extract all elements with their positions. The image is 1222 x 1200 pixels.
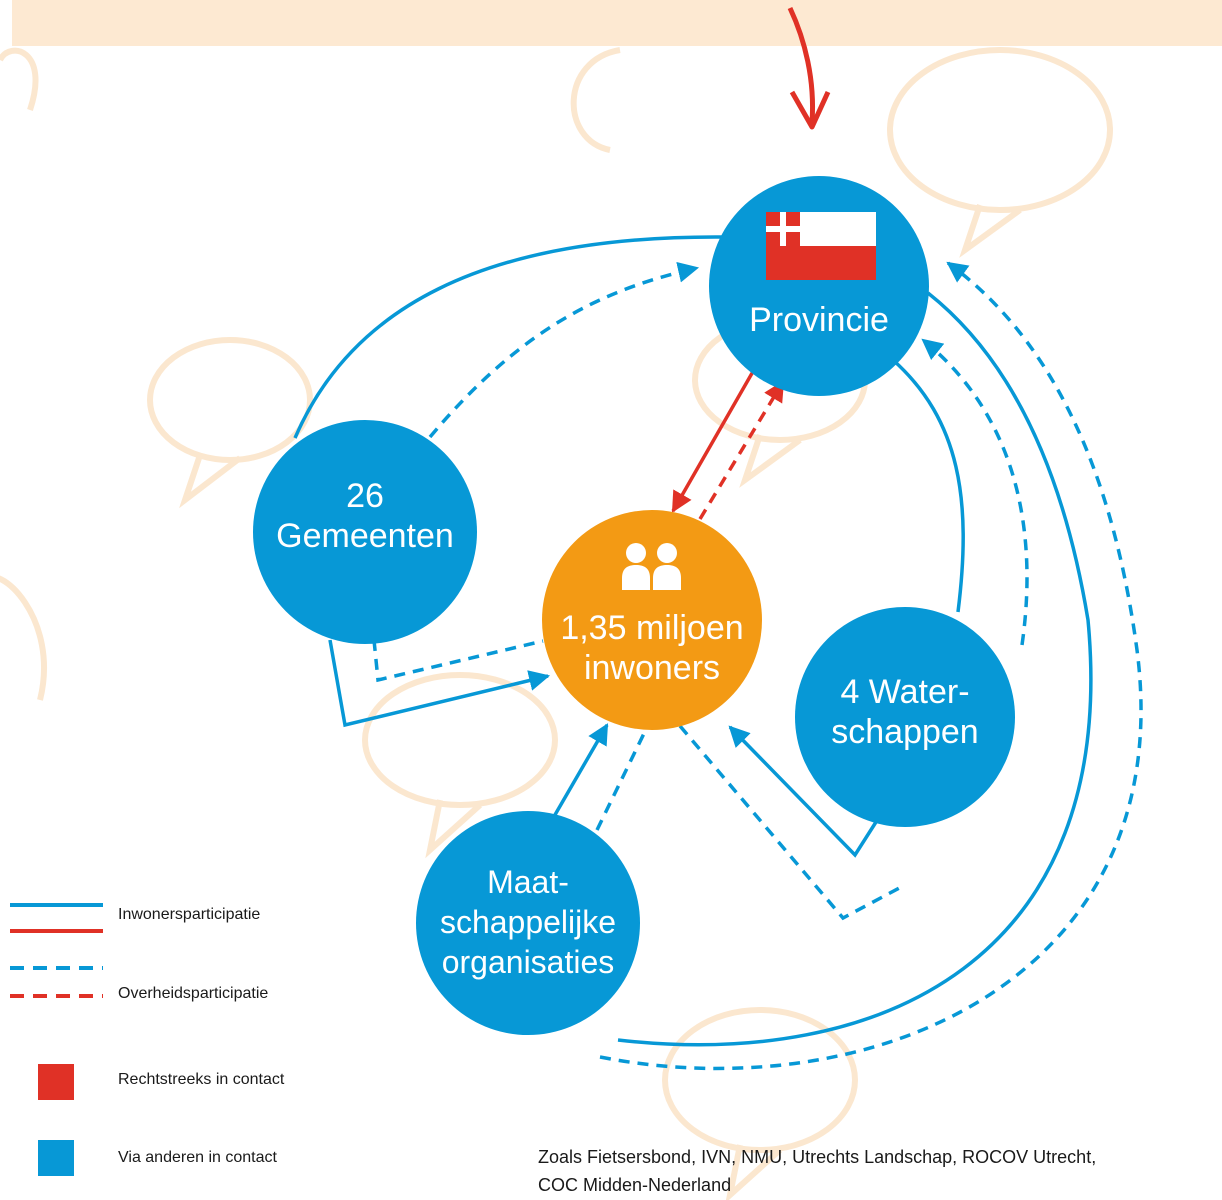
- node-inwoners: [542, 510, 762, 730]
- dashed-gemeenten-provincie: [428, 261, 700, 439]
- waterschappen-line2: schappen: [831, 713, 979, 751]
- waterschappen-line1: 4 Water-: [840, 673, 970, 711]
- connector-org-provincie: [617, 291, 1093, 1047]
- dashed-connectors: [372, 261, 1143, 1071]
- red-incoming-arrow: [787, 6, 816, 123]
- legend-blue-label: Via anderen in contact: [118, 1149, 277, 1166]
- legend-dashed-label: Overheidsparticipatie: [118, 985, 269, 1002]
- red-solid-arrow: [671, 367, 757, 513]
- people-icon: [622, 543, 681, 590]
- connector-water-provincie: [891, 358, 965, 613]
- legend-solid-label: Inwonersparticipatie: [118, 906, 261, 923]
- provincie-label: Provincie: [749, 301, 889, 339]
- legend: [10, 903, 103, 1176]
- legend-swatch-blue: [38, 1140, 74, 1176]
- organisaties-line1: Maat-: [487, 864, 569, 900]
- top-banner: [12, 0, 1222, 46]
- connector-gemeenten-inwoners: [328, 639, 551, 728]
- inwoners-label: 1,35 miljoen inwoners: [532, 608, 772, 688]
- legend-swatch-red: [38, 1064, 74, 1100]
- dashed-water-provincie: [921, 338, 1029, 646]
- connector-org-inwoners: [550, 723, 609, 821]
- dashed-gemeenten-inwoners: [372, 639, 544, 683]
- utrecht-flag-icon: [766, 212, 876, 280]
- inwoners-line1: 1,35 miljoen: [560, 609, 744, 647]
- gemeenten-line2: Gemeenten: [276, 517, 454, 555]
- connector-gemeenten-provincie: [293, 235, 726, 439]
- red-dashed-arrow: [698, 380, 785, 520]
- solid-connectors: [293, 235, 1093, 1047]
- node-gemeenten: [253, 420, 477, 644]
- dashed-org-provincie: [599, 261, 1143, 1071]
- node-provincie: [709, 176, 929, 396]
- connector-water-inwoners: [728, 725, 878, 858]
- node-waterschappen: [795, 607, 1015, 827]
- dashed-org-inwoners: [595, 716, 654, 831]
- gemeenten-line1: 26: [346, 477, 384, 515]
- waterschappen-label: 4 Water- schappen: [805, 672, 1005, 752]
- footnote-line2: COC Midden-Nederland: [538, 1175, 732, 1195]
- background-watermark: [0, 47, 1113, 1200]
- dashed-inwoners-water: [678, 724, 906, 921]
- footnote-examples: Zoals Fietsersbond, IVN, NMU, Utrechts L…: [538, 1143, 1222, 1199]
- legend-red-label: Rechtstreeks in contact: [118, 1071, 285, 1088]
- organisaties-line2: schappelijke: [439, 904, 617, 940]
- footnote-line1: Zoals Fietsersbond, IVN, NMU, Utrechts L…: [538, 1147, 1097, 1167]
- organisaties-line3: organisaties: [441, 944, 615, 980]
- organisaties-label: Maat- schappelijke organisaties: [418, 862, 638, 982]
- node-organisaties: [416, 811, 640, 1035]
- gemeenten-label: 26 Gemeenten: [265, 476, 465, 556]
- inwoners-line2: inwoners: [583, 649, 721, 687]
